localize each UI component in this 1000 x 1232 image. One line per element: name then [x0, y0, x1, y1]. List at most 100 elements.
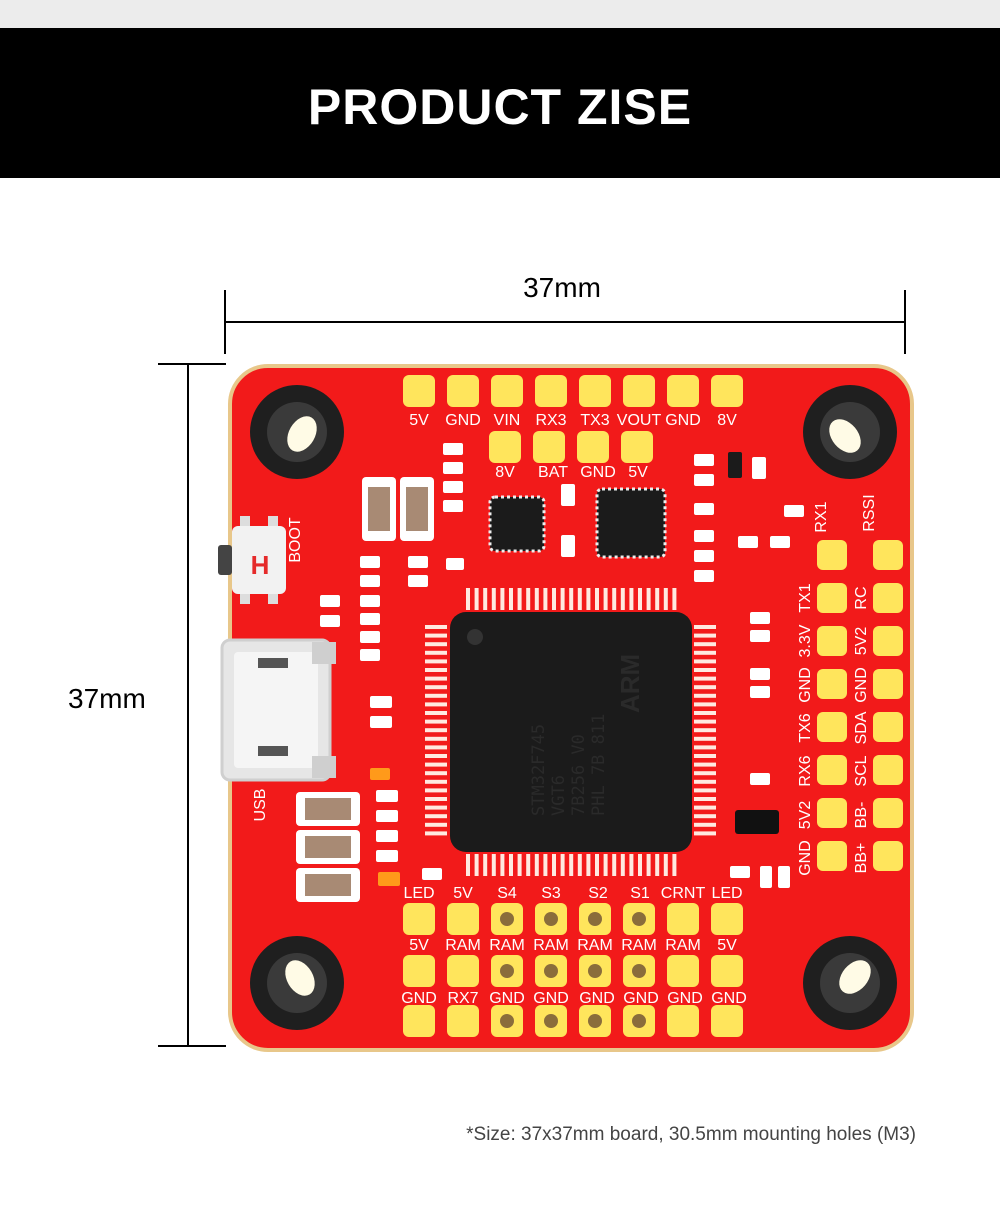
top-strip: [0, 0, 1000, 28]
mcu-pin: [620, 588, 625, 610]
pads-right: [817, 540, 903, 871]
mcu-pin: [517, 588, 522, 610]
mcu-pin: [646, 588, 651, 610]
via-hole: [544, 964, 558, 978]
svg-text:GND: GND: [853, 667, 870, 703]
pad: [667, 1005, 699, 1037]
mcu-pin: [694, 831, 716, 836]
arm-logo: ARM: [615, 654, 645, 713]
mcu-pin: [534, 588, 539, 610]
via-hole: [588, 912, 602, 926]
mcu-pin: [425, 685, 447, 690]
mcu-pin: [483, 588, 488, 610]
mcu-pin: [694, 805, 716, 810]
width-dimension-line: [224, 290, 906, 354]
mcu-pin: [425, 719, 447, 724]
pad-labels-right-inner: RX1 TX1 3.3V GND TX6 RX6 5V2 GND: [797, 501, 830, 875]
mcu-pin: [425, 702, 447, 707]
height-dimension-line: [158, 363, 226, 1047]
pad: [817, 755, 847, 785]
pad: [873, 712, 903, 742]
svg-text:RX1: RX1: [813, 501, 830, 532]
via-hole: [544, 912, 558, 926]
mcu-pin: [694, 693, 716, 698]
svg-text:RAM: RAM: [665, 937, 701, 954]
svg-text:BAT: BAT: [538, 464, 568, 481]
svg-text:CRNT: CRNT: [661, 885, 706, 902]
svg-text:5V: 5V: [628, 464, 648, 481]
mcu-pin: [694, 822, 716, 827]
svg-text:TX1: TX1: [797, 583, 814, 612]
mcu-pin: [425, 762, 447, 767]
mcu-line: STM32F745: [529, 724, 549, 816]
mcu-pin: [491, 854, 496, 876]
svg-text:S4: S4: [497, 885, 517, 902]
diode: [728, 452, 742, 478]
svg-text:8V: 8V: [717, 412, 737, 429]
svg-text:5V: 5V: [453, 885, 473, 902]
mcu-pin: [560, 588, 565, 610]
mcu-pin: [694, 668, 716, 672]
svg-text:BB-: BB-: [853, 802, 870, 829]
svg-text:GND: GND: [533, 990, 569, 1007]
pad: [873, 841, 903, 871]
mcu-pin: [694, 797, 716, 801]
mcu-pin: [595, 854, 599, 876]
header-banner: PRODUCT ZISE: [0, 28, 1000, 178]
pad: [817, 540, 847, 570]
mcu-pin: [577, 588, 582, 610]
svg-text:BB+: BB+: [853, 843, 870, 874]
pad: [711, 903, 743, 935]
boot-button[interactable]: H: [218, 516, 286, 604]
mcu-pin: [425, 788, 447, 793]
mcu-pin: [694, 719, 716, 724]
svg-text:RX6: RX6: [797, 755, 814, 786]
pad-labels-top-second: 8V BAT GND 5V: [495, 464, 648, 481]
mcu-pin: [466, 854, 470, 876]
svg-text:SDA: SDA: [853, 711, 870, 744]
mcu-pin: [694, 650, 716, 655]
svg-text:GND: GND: [401, 990, 437, 1007]
mcu-pin: [425, 625, 447, 629]
mcu-pin: [425, 797, 447, 801]
svg-text:S3: S3: [541, 885, 561, 902]
mcu-pin: [466, 588, 470, 610]
mcu-pin: [534, 854, 539, 876]
mcu-pin: [425, 822, 447, 827]
mcu-pin: [425, 831, 447, 836]
svg-text:5V: 5V: [717, 937, 737, 954]
svg-text:GND: GND: [797, 667, 814, 703]
pads-top-second: [489, 431, 653, 463]
mcu-line: PHL 7B 811: [589, 714, 609, 816]
svg-text:LED: LED: [403, 885, 434, 902]
mcu-pin: [425, 659, 447, 664]
pad-labels-bottom-row3: GND RX7 GND GND GND GND GND GND: [401, 990, 747, 1007]
svg-text:RAM: RAM: [533, 937, 569, 954]
pad: [817, 669, 847, 699]
mcu-pin: [620, 854, 625, 876]
svg-text:RX3: RX3: [535, 412, 566, 429]
width-dimension-label: 37mm: [523, 272, 601, 303]
pad: [873, 583, 903, 613]
mounting-hole-icon: [803, 936, 897, 1030]
mcu-pin: [694, 702, 716, 707]
mcu-chip: STM32F745 VGT6 7B256 V0 PHL 7B 811 ARM: [450, 612, 692, 852]
mcu-pin: [694, 685, 716, 690]
mcu-pin: [694, 754, 716, 758]
mcu-pin: [552, 854, 556, 876]
pad: [667, 903, 699, 935]
svg-text:LED: LED: [711, 885, 742, 902]
mcu-pin: [646, 854, 651, 876]
svg-text:TX6: TX6: [797, 713, 814, 742]
mcu-pin: [569, 854, 574, 876]
svg-text:RX7: RX7: [447, 990, 478, 1007]
pads-top-row: [403, 375, 743, 407]
usb-port[interactable]: [220, 638, 336, 782]
via-hole: [632, 912, 646, 926]
via-hole: [544, 1014, 558, 1028]
pad: [403, 955, 435, 987]
svg-text:GND: GND: [445, 412, 481, 429]
small-ic: [488, 495, 546, 553]
page-title: PRODUCT ZISE: [307, 79, 693, 135]
svg-text:SCL: SCL: [853, 755, 870, 786]
